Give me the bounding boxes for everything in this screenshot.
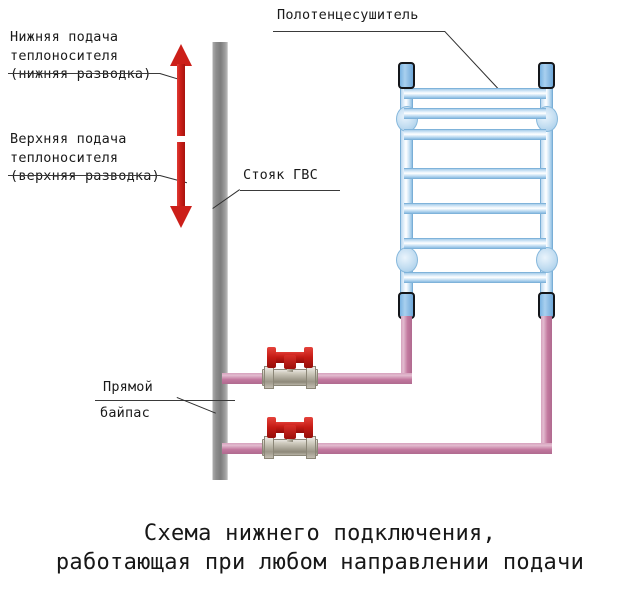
label-top-supply: Верхняя подача теплоносителя (верхняя ра… [10,130,160,186]
rail-rung [404,108,546,119]
label-riser-rule [240,190,340,191]
rail-rung [404,168,546,179]
leader-towel-rail [444,31,503,94]
rail-rung [404,238,546,249]
label-top-supply-line3: (верхняя разводка) [10,168,160,185]
pipe-left-drop [401,316,412,384]
label-bypass-line2-wrap: байпас [100,404,150,423]
label-top-supply-line1: Верхняя подача [10,131,127,147]
label-top-supply-line2: теплоносителя [10,149,119,166]
label-bypass-rule [95,400,235,401]
arrow-up-icon [170,44,192,136]
label-bottom-supply-line3: (нижняя разводка) [10,66,152,83]
arrow-down-icon [170,142,192,228]
hot-water-riser-pipe [212,42,228,480]
rail-connector-top-right [538,62,555,89]
ball-valve-upper[interactable] [262,345,318,389]
rail-rung [404,88,546,99]
label-bypass-line1-wrap: Прямой [103,378,153,397]
caption-line2: работающая при любом направлении подачи [55,550,585,576]
diagram-caption: Схема нижнего подключения, работающая пр… [0,519,640,578]
rail-weld-bottom-right [536,247,558,273]
label-towel-rail-rule [273,31,445,32]
label-bottom-supply-rule [8,73,160,74]
rail-connector-bottom-right [538,292,555,319]
label-bypass-line2: байпас [100,405,150,421]
caption-line1: Схема нижнего подключения, [143,521,497,546]
label-bottom-supply-line2: теплоносителя [10,47,119,64]
label-top-supply-rule [8,175,160,176]
rail-connector-bottom-left [398,292,415,319]
label-bottom-supply-line1: Нижняя подача [10,29,119,45]
rail-rung [404,129,546,140]
label-towel-rail-text: Полотенцесушитель [277,7,419,23]
label-riser-text: Стояк ГВС [243,167,318,183]
rail-connector-top-left [398,62,415,89]
label-riser: Стояк ГВС [243,166,318,185]
label-towel-rail: Полотенцесушитель [277,6,419,25]
rail-weld-bottom-left [396,247,418,273]
rail-rung [404,272,546,283]
label-bypass-line1: Прямой [103,379,153,395]
rail-rung [404,203,546,214]
ball-valve-lower[interactable] [262,415,318,459]
pipe-right-drop [541,316,552,454]
label-bottom-supply: Нижняя подача теплоносителя (нижняя разв… [10,28,152,84]
pipe-lower-horizontal [222,443,552,454]
